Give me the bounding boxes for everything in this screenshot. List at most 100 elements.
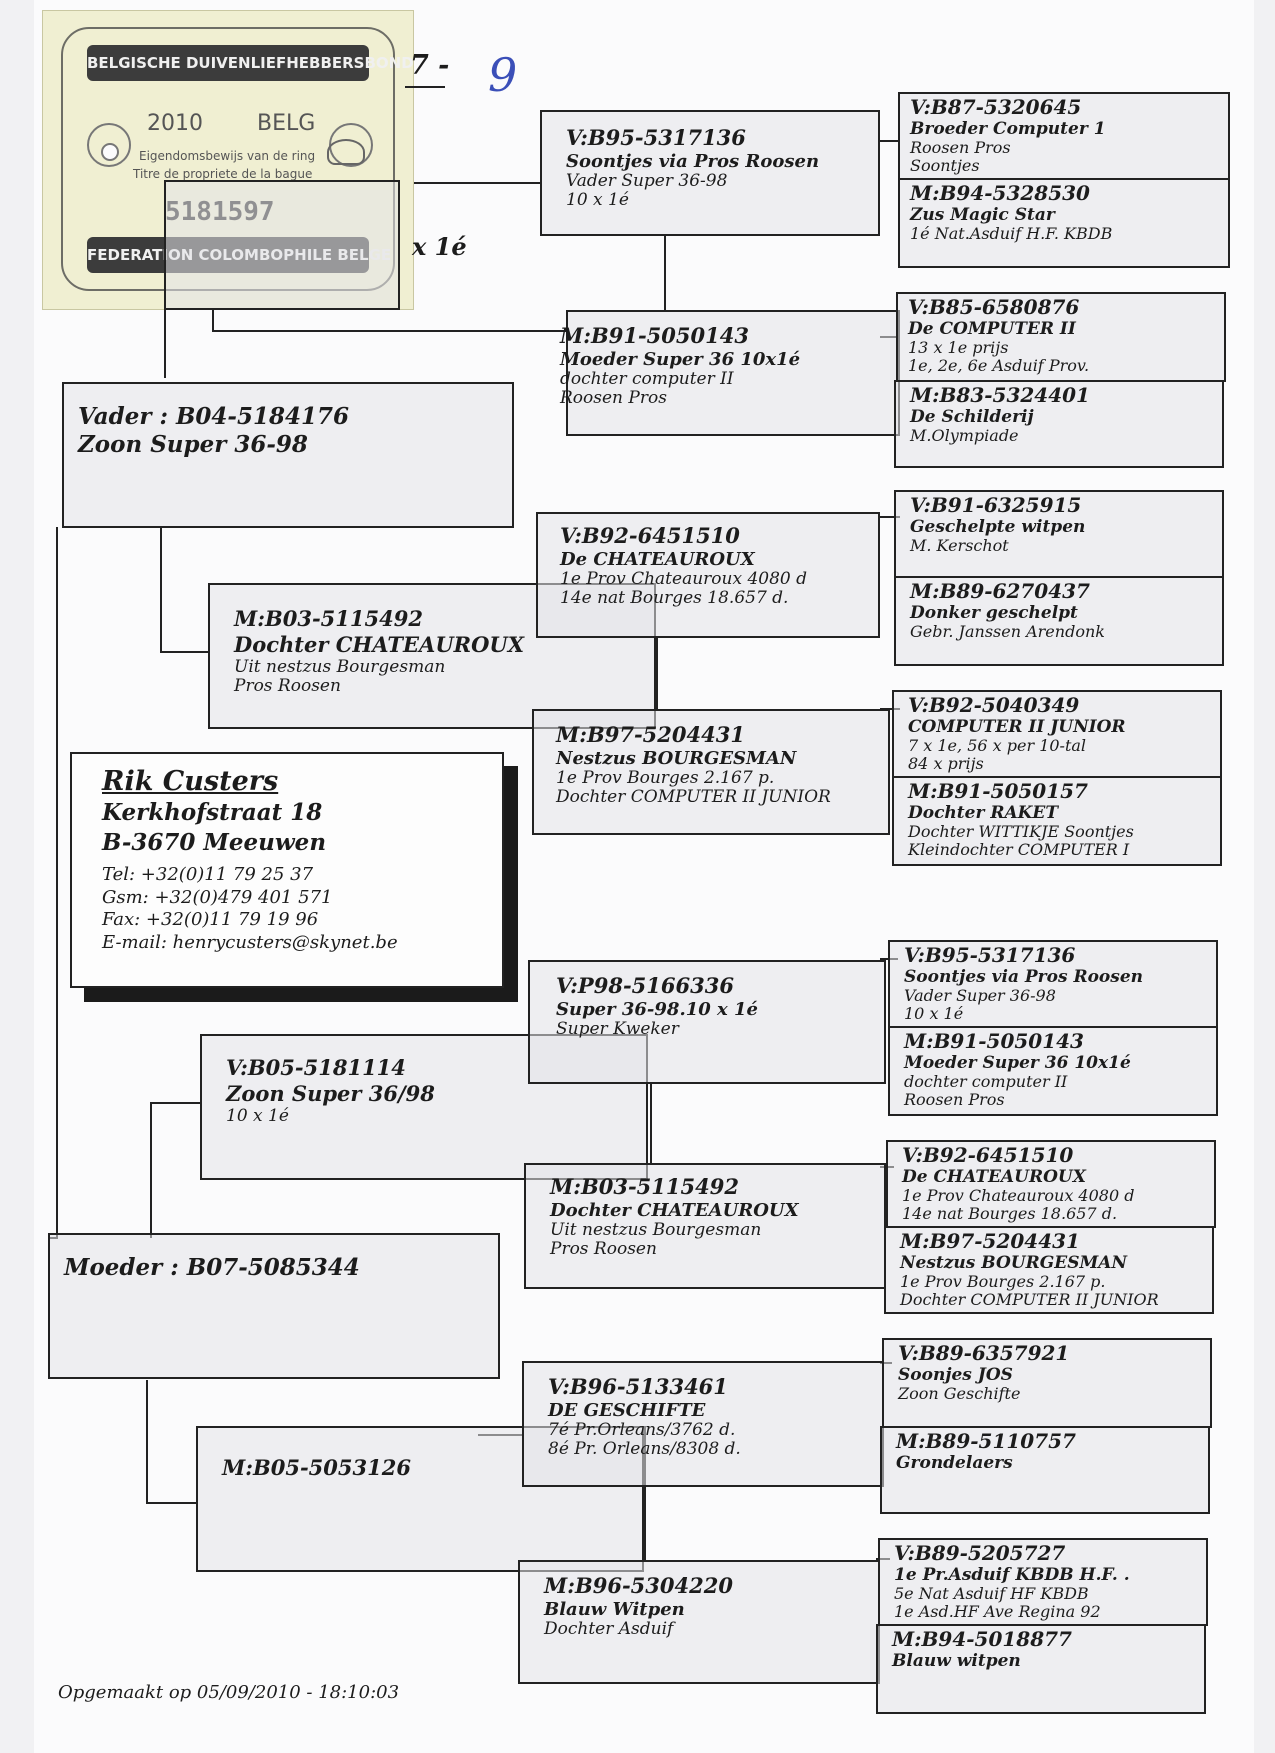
grandparent-ff-box <box>164 180 400 310</box>
grandparent-ff-fragment: x 1é <box>412 232 467 261</box>
owner-name: Rik Custers <box>102 766 279 797</box>
great-grandparent-ring: V:B92-6451510 <box>560 523 740 548</box>
gg-grandparent-note: 10 x 1é <box>904 1004 964 1024</box>
grandparent-fm-name: Dochter CHATEAUROUX <box>234 631 525 657</box>
header-fragment: 7 - <box>410 50 450 81</box>
connector <box>644 1426 646 1560</box>
gg-grandparent-box: M:B97-5204431 Nestzus BOURGESMAN 1e Prov… <box>884 1226 1214 1314</box>
connector <box>664 236 666 310</box>
gg-grandparent-box: V:B92-6451510 De CHATEAUROUX 1e Prov Cha… <box>886 1140 1216 1228</box>
gg-grandparent-note: Dochter WITTIKJE Soontjes <box>908 822 1134 842</box>
gg-grandparent-box: V:B92-5040349 COMPUTER II JUNIOR 7 x 1e,… <box>892 690 1222 778</box>
connector <box>150 1102 200 1104</box>
gg-grandparent-note: 7 x 1e, 56 x per 10-tal <box>908 736 1087 756</box>
great-grandparent-ring: M:B03-5115492 <box>550 1174 739 1199</box>
gg-grandparent-ring: M:B91-5050157 <box>908 779 1088 803</box>
gg-grandparent-ring: M:B91-5050143 <box>904 1029 1084 1053</box>
connector <box>390 182 542 184</box>
great-grandparent-box: V:P98-5166336 Super 36-98.10 x 1é Super … <box>528 960 886 1084</box>
gg-grandparent-note: Kleindochter COMPUTER I <box>908 840 1130 860</box>
gg-grandparent-box: M:B89-5110757 Grondelaers <box>880 1426 1210 1514</box>
stamp-year: 2010 <box>147 111 203 136</box>
gg-grandparent-box: M:B94-5018877 Blauw witpen <box>876 1624 1206 1714</box>
crown-icon <box>327 139 365 165</box>
connector <box>650 1083 652 1163</box>
gg-grandparent-name: Nestzus BOURGESMAN <box>900 1253 1128 1274</box>
gg-grandparent-ring: V:B89-6357921 <box>898 1341 1070 1365</box>
grandparent-mm-ring: M:B05-5053126 <box>222 1455 411 1480</box>
gg-grandparent-note: Roosen Pros <box>904 1090 1005 1110</box>
great-grandparent-name: Super 36-98.10 x 1é <box>556 998 758 1020</box>
gg-grandparent-ring: V:B87-5320645 <box>910 95 1082 119</box>
gg-grandparent-note: 1e, 2e, 6e Asduif Prov. <box>908 356 1090 376</box>
great-grandparent-name: Nestzus BOURGESMAN <box>556 747 797 769</box>
father-line1: Vader : B04-5184176 <box>78 403 349 430</box>
connector <box>146 1502 196 1504</box>
stamp-country: BELG <box>257 111 316 136</box>
great-grandparent-note: 7é Pr.Orleans/3762 d. <box>548 1419 736 1440</box>
great-grandparent-name: Moeder Super 36 10x1é <box>560 348 801 370</box>
gg-grandparent-ring: M:B89-5110757 <box>896 1429 1076 1453</box>
grandparent-mf-ring: V:B05-5181114 <box>226 1055 406 1080</box>
connector <box>212 330 566 332</box>
gg-grandparent-note: M.Olympiade <box>910 426 1019 446</box>
gg-grandparent-box: V:B89-6357921 Soonjes JOS Zoon Geschifte <box>882 1338 1212 1428</box>
gg-grandparent-ring: V:B92-6451510 <box>902 1143 1074 1167</box>
owner-city: B-3670 Meeuwen <box>102 829 327 857</box>
gg-grandparent-name: Zus Magic Star <box>910 205 1055 226</box>
stamp-top-banner: BELGISCHE DUIVENLIEFHEBBERSBOND <box>87 45 414 81</box>
connector <box>880 708 900 710</box>
gg-grandparent-name: 1e Pr.Asduif KBDB H.F. . <box>894 1565 1130 1586</box>
gg-grandparent-name: Soontjes via Pros Roosen <box>904 967 1144 988</box>
gg-grandparent-name: Grondelaers <box>896 1453 1013 1474</box>
gg-grandparent-note: Dochter COMPUTER II JUNIOR <box>900 1290 1159 1310</box>
owner-fax: Fax: +32(0)11 79 19 96 <box>102 909 319 931</box>
gg-grandparent-note: 84 x prijs <box>908 754 984 774</box>
connector <box>164 310 166 378</box>
gg-grandparent-box: M:B83-5324401 De Schilderij M.Olympiade <box>894 380 1224 468</box>
grandparent-fm-note: Pros Roosen <box>234 676 341 697</box>
gg-grandparent-note: dochter computer II <box>904 1072 1068 1092</box>
gg-grandparent-note: 14e nat Bourges 18.657 d. <box>902 1204 1118 1224</box>
gg-grandparent-box: V:B89-5205727 1e Pr.Asduif KBDB H.F. . 5… <box>878 1538 1208 1626</box>
great-grandparent-note: Vader Super 36-98 <box>566 170 728 191</box>
great-grandparent-note: Pros Roosen <box>550 1238 657 1259</box>
great-grandparent-ring: V:P98-5166336 <box>556 973 734 998</box>
created-timestamp: Opgemaakt op 05/09/2010 - 18:10:03 <box>58 1682 400 1703</box>
great-grandparent-note: 14e nat Bourges 18.657 d. <box>560 587 789 608</box>
gg-grandparent-ring: M:B89-6270437 <box>910 579 1090 603</box>
gg-grandparent-box: V:B95-5317136 Soontjes via Pros Roosen V… <box>888 940 1218 1028</box>
grandparent-mf-name: Zoon Super 36/98 <box>226 1080 435 1106</box>
gg-grandparent-box: M:B91-5050143 Moeder Super 36 10x1é doch… <box>888 1026 1218 1116</box>
great-grandparent-ring: V:B95-5317136 <box>566 125 746 150</box>
great-grandparent-note: Roosen Pros <box>560 387 667 408</box>
gg-grandparent-box: M:B89-6270437 Donker geschelpt Gebr. Jan… <box>894 576 1224 666</box>
great-grandparent-note: Super Kweker <box>556 1018 679 1039</box>
gg-grandparent-name: Geschelpte witpen <box>910 517 1086 538</box>
owner-card: Rik Custers Kerkhofstraat 18 B-3670 Meeu… <box>70 752 504 988</box>
gg-grandparent-name: Donker geschelpt <box>910 603 1078 624</box>
owner-tel: Tel: +32(0)11 79 25 37 <box>102 864 314 886</box>
connector <box>150 1102 152 1238</box>
great-grandparent-note: dochter computer II <box>560 368 734 389</box>
stamp-ornament-icon <box>87 123 131 167</box>
gg-grandparent-ring: V:B91-6325915 <box>910 493 1082 517</box>
header-underline <box>405 86 445 88</box>
gg-grandparent-box: V:B91-6325915 Geschelpte witpen M. Kersc… <box>894 490 1224 578</box>
gg-grandparent-ring: V:B89-5205727 <box>894 1541 1066 1565</box>
connector <box>56 527 58 1237</box>
grandparent-fm-note: Uit nestzus Bourgesman <box>234 657 446 678</box>
gg-grandparent-note: 5e Nat Asduif HF KBDB <box>894 1584 1089 1604</box>
great-grandparent-name: Soontjes via Pros Roosen <box>566 150 820 172</box>
gg-grandparent-name: Moeder Super 36 10x1é <box>904 1053 1131 1074</box>
gg-grandparent-ring: M:B94-5018877 <box>892 1627 1072 1651</box>
father-line2: Zoon Super 36-98 <box>78 430 308 458</box>
gg-grandparent-note: Vader Super 36-98 <box>904 986 1056 1006</box>
gg-grandparent-name: Blauw witpen <box>892 1651 1021 1672</box>
handwritten-mark: 9 <box>488 48 518 102</box>
gg-grandparent-ring: M:B83-5324401 <box>910 383 1090 407</box>
great-grandparent-ring: M:B96-5304220 <box>544 1573 733 1598</box>
great-grandparent-name: Dochter CHATEAUROUX <box>550 1199 799 1221</box>
gg-grandparent-name: De COMPUTER II <box>908 319 1076 340</box>
gg-grandparent-name: De CHATEAUROUX <box>902 1167 1086 1188</box>
